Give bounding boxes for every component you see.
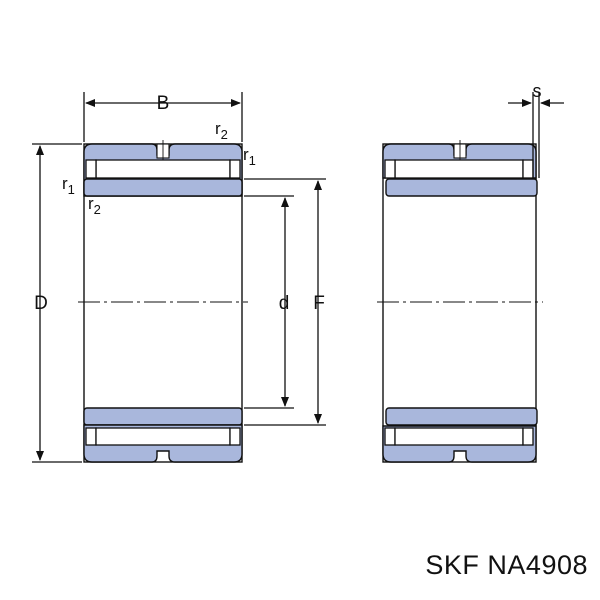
label-F: F [313,293,325,314]
section-view [78,140,248,463]
side-needle-roller-bottom [394,427,524,446]
svg-text:r2: r2 [88,194,101,217]
side-needle-roller-top [394,159,524,179]
needle-roller-top [95,159,231,179]
product-caption: SKF NA4908 [425,550,588,580]
inner-ring-top [83,178,243,197]
side-cage-end-left-bottom [384,427,396,446]
dimension-s [508,92,564,178]
side-inner-ring-top [385,178,538,197]
label-r2-top-right: r2 [215,119,228,142]
side-inner-ring-bottom [385,407,538,426]
label-r1-left: r1 [62,174,75,197]
dimension-d [244,195,294,409]
label-r2-left: r2 [88,194,101,217]
cage-end-right-bottom [229,427,241,446]
label-d: d [279,293,290,314]
side-cage-end-right-top [522,159,534,179]
inner-ring-bottom [83,407,243,426]
dimension-B [83,92,243,142]
svg-text:r2: r2 [215,119,228,142]
cage-end-left-bottom [85,427,97,446]
label-r1-top-right: r1 [243,145,256,168]
cage-end-left-top [85,159,97,179]
needle-roller-bottom [95,427,231,446]
svg-text:r1: r1 [243,145,256,168]
label-B: B [157,93,170,114]
side-view [377,140,543,463]
cage-end-right-top [229,159,241,179]
dimension-D [32,143,82,463]
dimension-F [244,178,326,426]
side-cage-end-right-bottom [522,427,534,446]
side-cage-end-left-top [384,159,396,179]
svg-text:r1: r1 [62,174,75,197]
label-D: D [34,293,48,314]
label-s: s [533,81,542,101]
